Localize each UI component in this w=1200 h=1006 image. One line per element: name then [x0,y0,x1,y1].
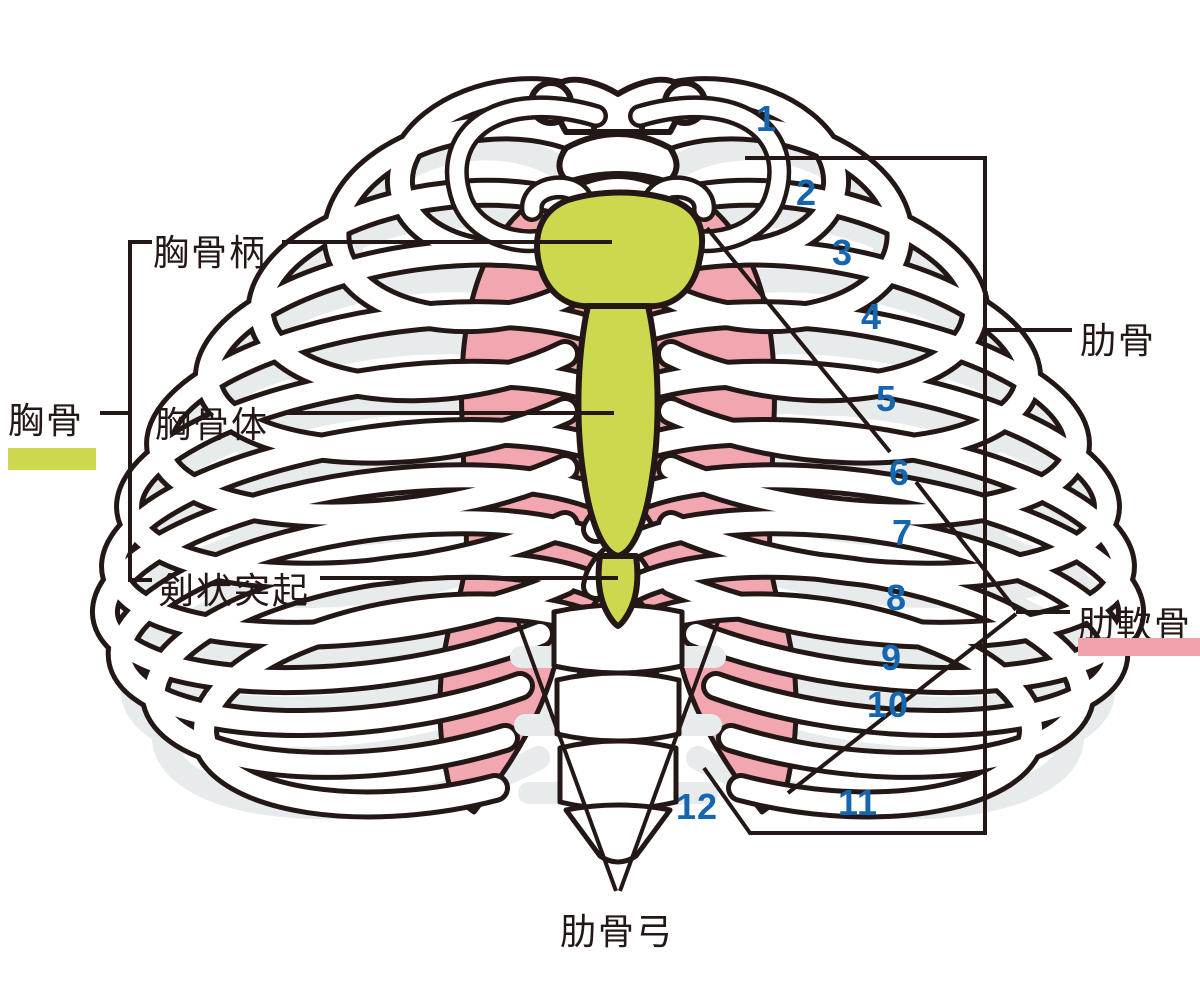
rib-number-8: 8 [886,577,908,618]
cartilage-swatch [1078,638,1200,656]
cartilage-leader-lower [786,612,1018,795]
rib-number-6: 6 [889,452,911,493]
rib-number-4: 4 [861,296,883,337]
label-sternal-body: 胸骨体 [155,404,270,445]
costal-arch-pointer [516,621,720,892]
rib-number-1: 1 [756,98,778,139]
rib-number-5: 5 [876,378,898,419]
sternum-shape [534,189,706,629]
label-ribs: 肋骨 [1080,320,1157,361]
sternum-swatch [8,448,96,470]
rib-number-12: 12 [676,786,719,827]
lower-spine [510,602,726,865]
label-manubrium: 胸骨柄 [153,232,268,273]
label-xiphoid: 剣状突起 [158,570,311,611]
label-costal-arch: 肋骨弓 [560,911,675,952]
rib-number-9: 9 [881,637,903,678]
ribs-bracket [702,156,1072,835]
sternum-bracket [100,240,152,582]
annotation-lines [100,156,1072,892]
rib-number-3: 3 [832,232,854,273]
rib-number-2: 2 [796,172,818,213]
xiphoid-shape [595,553,641,629]
rib-number-11: 11 [838,782,879,823]
rib-number-7: 7 [892,512,914,553]
label-sternum-group: 胸骨 [8,400,85,441]
cartilage-leader-upper [705,226,1018,612]
sternal-body-shape [575,303,661,559]
rib-number-10: 10 [867,684,910,725]
manubrium-shape [534,189,706,310]
